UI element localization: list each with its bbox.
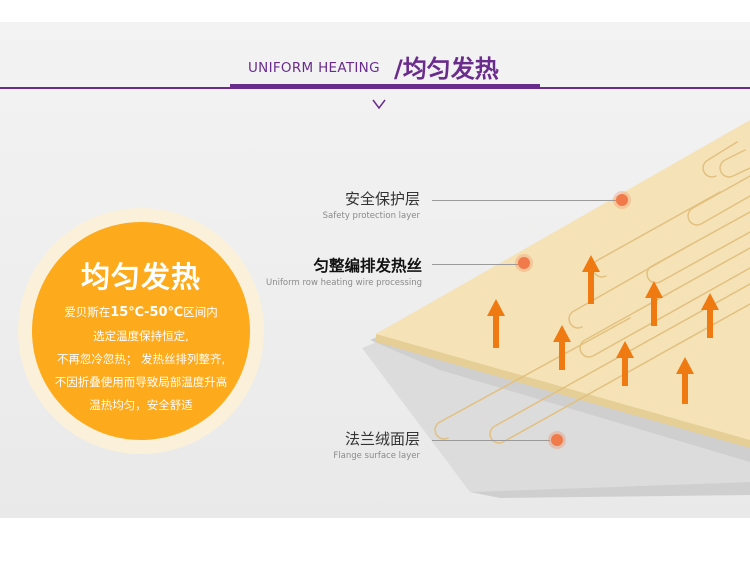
title-english: UNIFORM HEATING (248, 60, 380, 76)
callout-safety-en: Safety protection layer (322, 211, 420, 221)
callout-flange-layer: 法兰绒面层 Flange surface layer (300, 428, 420, 461)
up-arrow-icon (676, 357, 694, 404)
callout-wire-en: Uniform row heating wire processing (265, 278, 422, 288)
callout-safety-layer: 安全保护层 Safety protection layer (300, 188, 420, 221)
up-arrow-icon (616, 341, 634, 386)
up-arrow-icon (487, 299, 505, 348)
section-header: UNIFORM HEATING /均匀发热 (0, 48, 750, 88)
header-rule (0, 87, 750, 89)
dot-icon (616, 194, 628, 206)
leader-wire (432, 264, 518, 265)
heating-layer (376, 120, 750, 440)
chevron-down-icon (372, 99, 386, 110)
leader-flange (432, 440, 550, 441)
callout-safety-cn: 安全保护层 (344, 190, 420, 208)
badge-line-1: 爱贝斯在15℃-50℃区间内 (64, 305, 218, 320)
title-chinese: /均匀发热 (394, 55, 499, 83)
badge-line-2: 选定温度保持恒定, (93, 329, 189, 343)
leader-safety (432, 200, 620, 201)
header-rule-accent (230, 84, 540, 88)
callout-flange-en: Flange surface layer (333, 451, 420, 461)
badge-line-5: 温热均匀，安全舒适 (89, 398, 193, 412)
heating-wires (434, 141, 750, 444)
badge-title: 均匀发热 (80, 260, 201, 294)
up-arrow-icon (645, 281, 663, 326)
up-arrow-icon (553, 325, 571, 370)
badge-line-3: 不再忽冷忽热； 发热丝排列整齐, (56, 352, 226, 366)
dot-icon (518, 257, 530, 269)
callout-wire-cn: 匀整编排发热丝 (313, 257, 422, 275)
up-arrow-icon (701, 293, 719, 338)
callout-flange-cn: 法兰绒面层 (344, 430, 420, 448)
badge-line-4: 不因折叠使用而导致局部温度升高 (54, 375, 228, 389)
dot-icon (551, 434, 563, 446)
callout-heating-wire: 匀整编排发热丝 Uniform row heating wire process… (250, 254, 422, 288)
flange-layer-shadow (470, 482, 750, 498)
heat-arrows (487, 255, 719, 404)
badge-circle (32, 222, 250, 440)
up-arrow-icon (582, 255, 600, 304)
